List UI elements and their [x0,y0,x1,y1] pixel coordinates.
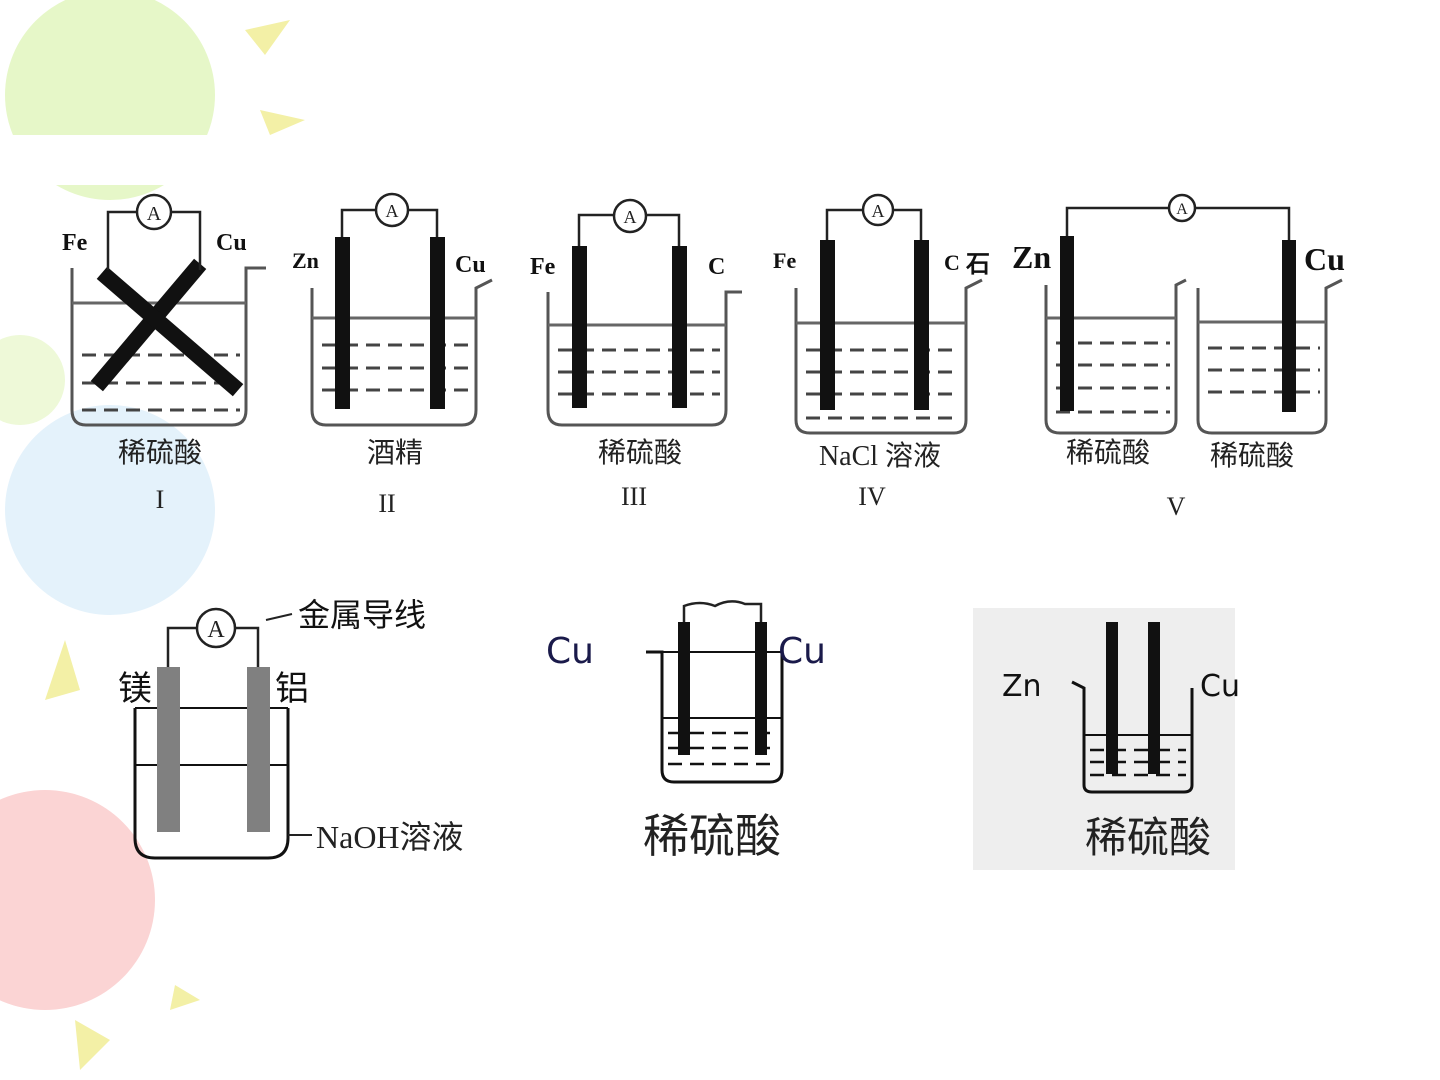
green-balloon-side-icon [0,335,65,425]
cu-electrode-right [755,622,767,755]
connecting-wire [682,600,763,622]
solution-label-right: 稀硫酸 [1210,440,1294,472]
beaker [70,266,266,427]
ammeter-symbol: A [1176,201,1188,218]
ammeter-symbol: A [386,201,399,221]
right-electrode-label-extra: 石 [965,252,990,278]
cell-I: A Fe Cu 稀硫酸 I [62,193,266,514]
right-electrode-label: C [708,254,725,280]
fe-electrode [820,240,835,410]
beaker [646,650,784,784]
cu-electrode [430,237,445,409]
fe-electrode [90,258,207,392]
cell-III: A Fe C 稀硫酸 III [530,198,742,511]
right-electrode-label: Cu [216,230,247,256]
solution-label: NaOH溶液 [316,819,464,855]
ammeter-symbol: A [207,617,225,643]
zn-electrode [1106,622,1118,774]
sun-ray-icon [45,640,80,700]
sun-ray-icon [170,985,200,1010]
beaker [546,290,742,427]
solution-label: 稀硫酸 [643,811,781,862]
cu-electrode-left [678,622,690,755]
solution-label-left: 稀硫酸 [1066,437,1150,469]
cell-V: A Zn Cu 稀硫酸 稀硫酸 V [1012,193,1345,521]
beaker [133,708,290,860]
cell-numeral: IV [858,482,886,511]
right-electrode-label: 铝 [275,669,309,709]
ammeter-symbol: A [624,207,637,227]
cu-electrode [1148,622,1160,774]
solution-label: 稀硫酸 [118,437,202,469]
red-balloon-icon [0,790,155,1010]
cell-numeral: II [378,489,395,518]
ammeter-icon [374,192,410,228]
right-electrode-label: C [944,250,960,275]
solution-label: 稀硫酸 [598,437,682,469]
ammeter-icon [195,607,237,649]
ammeter-symbol: A [147,203,162,225]
al-electrode [247,667,270,832]
fe-electrode [572,246,587,408]
left-electrode-label: Cu [546,631,594,672]
cell-numeral: I [156,485,165,514]
beaker [310,278,493,427]
right-electrode-label: Cu [455,252,486,278]
c-electrode [672,246,687,408]
cell-numeral: III [621,482,647,511]
right-electrode-label: Cu [778,631,826,672]
wire-label: 金属导线 [298,596,426,634]
left-electrode-label: 镁 [118,669,152,709]
beaker [1071,680,1194,794]
cell-II: A Zn Cu 酒精 II [292,192,493,518]
left-electrode-label: Zn [1012,239,1051,275]
left-electrode-label: Fe [62,230,88,256]
zn-electrode [1060,236,1074,411]
left-electrode-label: Fe [530,254,556,280]
cell-zn-cu: Zn Cu 稀硫酸 [973,608,1240,870]
right-electrode-label: Cu [1200,669,1240,704]
left-electrode-label: Fe [773,248,796,273]
beaker-left [1044,278,1187,435]
sun-ray-icon [75,1020,110,1070]
solution-label: NaCl 溶液 [819,440,941,472]
solution-label: 稀硫酸 [1085,816,1211,862]
c-electrode [914,240,929,410]
cu-electrode [96,266,244,397]
sun-ray-icon [260,110,305,135]
solution-label: 酒精 [367,437,423,469]
beaker-right [1196,278,1343,435]
ammeter-icon [135,193,173,231]
ammeter-icon [612,198,648,234]
cell-mg-al: A 金属导线 镁 铝 NaOH溶液 [118,596,464,860]
ammeter-icon [1167,193,1197,223]
beaker [794,278,983,435]
cell-cu-cu: Cu Cu 稀硫酸 [546,600,826,862]
left-electrode-label: Zn [1002,669,1042,704]
cell-numeral: V [1167,492,1186,521]
blue-balloon-icon [5,405,215,615]
ammeter-symbol: A [872,201,885,221]
cu-electrode [1282,240,1296,412]
right-electrode-label: Cu [1304,241,1345,277]
left-electrode-label: Zn [292,248,319,273]
zn-electrode [335,237,350,409]
cell-IV: A Fe C 石 NaCl 溶液 IV [773,193,990,511]
mg-electrode [157,667,180,832]
sun-ray-icon [245,20,290,55]
ammeter-icon [861,193,895,227]
